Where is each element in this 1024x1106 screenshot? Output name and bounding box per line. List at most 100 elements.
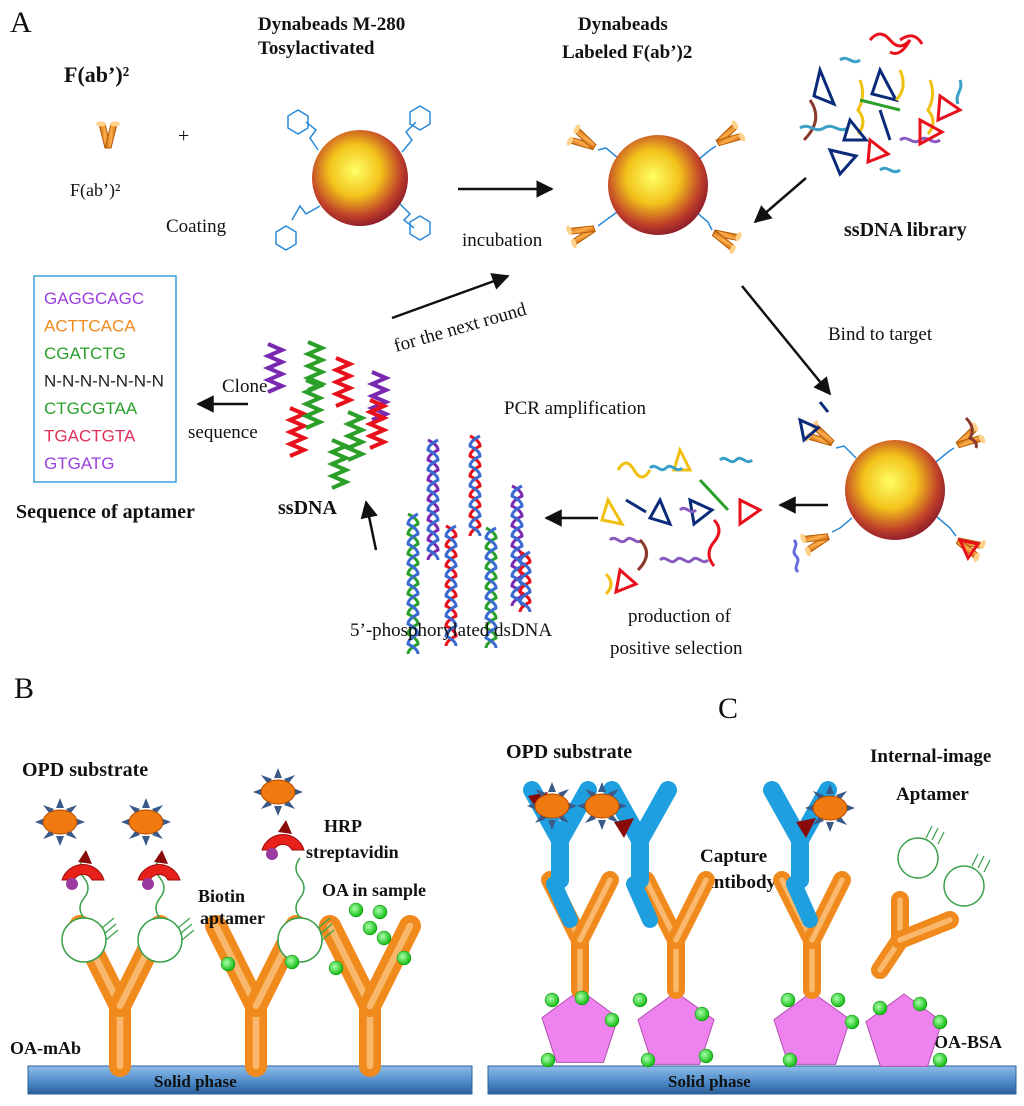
oa-hapten <box>844 1014 860 1030</box>
oa-hapten <box>640 1052 656 1068</box>
oa-mab-label: OA-mAb <box>10 1038 81 1058</box>
oa-hapten <box>694 1006 710 1022</box>
aptamer-loop <box>277 917 323 963</box>
sequence-box <box>33 275 177 483</box>
oa-hapten <box>632 992 648 1008</box>
fab-fragment-icon <box>95 121 121 149</box>
oa-hapten <box>574 990 590 1006</box>
antibody-arm-highlight <box>212 922 260 1010</box>
sequence-line: GAGGCAGC <box>44 289 144 308</box>
opd-substrate-icon <box>252 767 304 817</box>
labeled-title-line1: Dynabeads <box>578 14 668 35</box>
internal-antibody-arm-highlight <box>809 877 845 943</box>
capture-antibody-arm <box>631 781 677 849</box>
antibody-arm-highlight <box>326 922 374 1010</box>
internal-label-line1: Internal-image <box>870 746 991 767</box>
sequence-line: GTGATG <box>44 454 115 473</box>
labeled-bead <box>564 118 748 256</box>
oa-sample-label: OA in sample <box>322 880 426 900</box>
tosyl-title-line2: Tosylactivated <box>258 38 375 59</box>
ssdna-strand <box>364 398 390 450</box>
fab-caption: F(ab’)² <box>70 180 120 201</box>
aptamer-stem <box>177 917 195 941</box>
ssdna-strands <box>262 340 392 490</box>
dsdna-strand <box>510 484 524 607</box>
sequence-line: ACTTCACA <box>44 317 136 336</box>
clone-label-line2: sequence <box>188 422 258 443</box>
capture-antibody-tail <box>546 876 578 928</box>
oa-hapten <box>782 1052 798 1068</box>
capture-label-line2: Antibody <box>700 872 777 893</box>
antibody-arm-highlight <box>366 922 414 1010</box>
panel-c-solid-phase <box>487 1065 1017 1095</box>
panel-b-antibodies <box>34 767 421 1077</box>
next-round-label: for the next round <box>392 299 530 357</box>
ssdna-strand <box>366 370 392 422</box>
ssdna-strand <box>262 342 288 394</box>
plus-sign: + <box>178 125 189 147</box>
internal-antibody-arm-highlight <box>577 877 613 943</box>
coating-label: Coating <box>166 216 227 237</box>
aptamer-loop <box>61 917 107 963</box>
biotin-dot <box>66 878 78 890</box>
oa-hapten <box>362 920 378 936</box>
panel-b-label: B <box>14 672 34 705</box>
dsdna-strand <box>406 512 420 655</box>
tosyl-bead <box>275 105 431 251</box>
arrow-dsdna-to-ssdna <box>360 500 378 551</box>
arrow-bind-target <box>741 285 832 396</box>
aptamer-loop <box>137 917 183 963</box>
oa-hapten <box>932 1052 948 1068</box>
hrp-label-line2: streptavidin <box>306 842 399 862</box>
biotin-label-line1: Biotin <box>198 886 245 906</box>
oa-hapten <box>544 992 560 1008</box>
positive-selection-cluster <box>600 445 763 596</box>
bind-target-label: Bind to target <box>828 324 933 345</box>
capture-label-line1: Capture <box>700 846 767 867</box>
aptamer-stem <box>317 917 335 941</box>
oa-hapten <box>348 902 364 918</box>
oa-hapten <box>912 996 928 1012</box>
sequence-lines: GAGGCAGCACTTCACACGATCTGN-N-N-N-N-N-NCTGC… <box>44 289 164 473</box>
oa-hapten <box>604 1012 620 1028</box>
capture-antibody-tail <box>786 876 818 928</box>
oa-hapten <box>376 930 392 946</box>
dsdna-strand <box>444 524 458 647</box>
dsdna-strand <box>484 526 498 649</box>
oa-hapten <box>328 960 344 976</box>
hrp-streptavidin-icon <box>61 864 105 881</box>
oa-bsa-shape <box>773 991 851 1065</box>
hrp-streptavidin-icon <box>261 834 305 851</box>
biotin-label-line2: aptamer <box>200 908 265 928</box>
oa-hapten <box>872 1000 888 1016</box>
aptamer-stem <box>971 853 991 873</box>
dsdna-strand <box>444 524 458 647</box>
pcr-label: PCR amplification <box>504 398 646 419</box>
biotin-dot <box>142 878 154 890</box>
panel-b-opd-label: OPD substrate <box>22 759 148 781</box>
oa-hapten <box>284 954 300 970</box>
sequence-line: CGATCTG <box>44 344 126 363</box>
positive-label-line1: production of <box>628 606 732 627</box>
ssdna-strand <box>302 340 328 392</box>
hrp-streptavidin-icon <box>137 864 181 881</box>
ssdna-library-cluster <box>799 32 964 177</box>
aptamer-antibody-arm-highlight <box>897 917 953 943</box>
opd-substrate-icon <box>120 797 172 847</box>
oa-hapten <box>932 1014 948 1030</box>
sequence-line: N-N-N-N-N-N-N <box>44 372 164 391</box>
ssdna-label: ssDNA <box>278 497 337 519</box>
hrp-tip <box>278 820 292 834</box>
aptamer-loop <box>897 837 939 879</box>
ssdna-strand <box>300 378 326 430</box>
bound-bead <box>792 401 988 574</box>
positive-label-line2: positive selection <box>610 638 743 659</box>
dsdna-helices <box>406 434 532 655</box>
ssdna-strand <box>326 438 352 490</box>
internal-antibody-arm-highlight <box>673 877 709 943</box>
arrow-next-round <box>391 273 510 320</box>
tosyl-title-line1: Dynabeads M-280 <box>258 14 405 35</box>
capture-antibody-arm <box>551 781 597 849</box>
dsdna-strand <box>518 550 532 613</box>
